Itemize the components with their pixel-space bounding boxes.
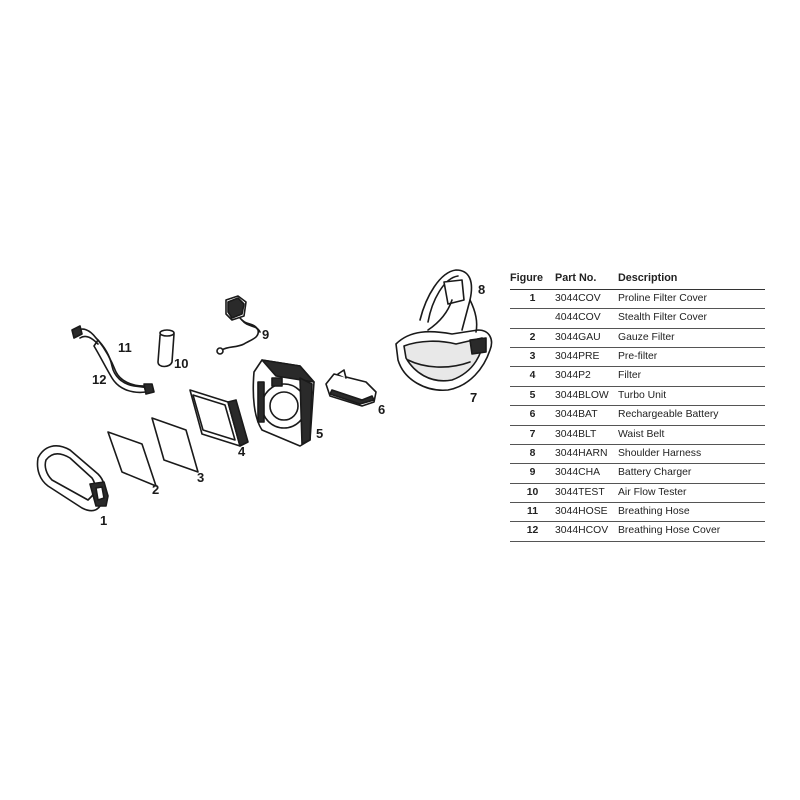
waist-belt-part [395,329,493,391]
table-row: 2 3044GAU Gauze Filter [510,328,765,348]
cell-description: Turbo Unit [618,386,765,407]
cell-part-no: 4044COV [555,308,618,329]
cell-part-no: 3044HOSE [555,502,618,523]
cell-description: Pre-filter [618,347,765,368]
cell-figure: 12 [510,521,555,542]
callout-12: 12 [92,372,106,387]
table-row: 1 3044COV Proline Filter Cover [510,289,765,310]
callout-6: 6 [378,402,385,417]
battery-charger-part [216,295,261,355]
cell-part-no: 3044COV [555,289,618,310]
table-row: 4044COV Stealth Filter Cover [510,308,765,329]
callout-11: 11 [118,340,132,355]
callout-3: 3 [197,470,204,485]
turbo-unit-part [252,359,315,447]
cell-description: Stealth Filter Cover [618,308,765,329]
cell-part-no: 3044P2 [555,366,618,387]
cell-figure: 6 [510,405,555,426]
table-row: 10 3044TEST Air Flow Tester [510,483,765,504]
cell-description: Breathing Hose [618,502,765,523]
cell-part-no: 3044GAU [555,328,618,348]
cell-part-no: 3044BAT [555,405,618,426]
callout-1: 1 [100,513,107,528]
cell-part-no: 3044BLT [555,425,618,445]
shoulder-harness-part [419,269,478,333]
cell-description: Filter [618,366,765,387]
table-row: 4 3044P2 Filter [510,366,765,387]
cell-part-no: 3044HARN [555,444,618,465]
cell-figure [510,308,555,329]
cell-description: Proline Filter Cover [618,289,765,310]
cell-figure: 2 [510,328,555,348]
cell-figure: 5 [510,386,555,407]
parts-table: Figure Part No. Description 1 3044COV Pr… [510,270,765,542]
table-row: 3 3044PRE Pre-filter [510,347,765,368]
callout-9: 9 [262,327,269,342]
cell-figure: 3 [510,347,555,368]
cell-part-no: 3044HCOV [555,521,618,542]
battery-part [325,369,377,407]
breathing-hose-part [71,325,151,389]
callout-8: 8 [478,282,485,297]
cell-part-no: 3044CHA [555,463,618,484]
cell-description: Waist Belt [618,425,765,445]
table-row: 9 3044CHA Battery Charger [510,463,765,484]
cell-figure: 7 [510,425,555,445]
table-row: 7 3044BLT Waist Belt [510,425,765,445]
cell-figure: 4 [510,366,555,387]
cell-part-no: 3044BLOW [555,386,618,407]
cell-figure: 10 [510,483,555,504]
callout-10: 10 [174,356,188,371]
header-description: Description [618,270,765,290]
breathing-hose-cover-part [93,339,155,395]
filter-part [189,389,249,447]
pre-filter-part [151,417,199,473]
table-row: 6 3044BAT Rechargeable Battery [510,405,765,426]
cell-figure: 1 [510,289,555,310]
header-part-no: Part No. [555,270,618,290]
cell-part-no: 3044TEST [555,483,618,504]
callout-5: 5 [316,426,323,441]
cell-description: Gauze Filter [618,328,765,348]
cell-description: Rechargeable Battery [618,405,765,426]
table-row: 5 3044BLOW Turbo Unit [510,386,765,407]
callout-4: 4 [238,444,246,459]
header-figure: Figure [510,270,555,290]
cell-figure: 11 [510,502,555,523]
cell-description: Battery Charger [618,463,765,484]
cell-figure: 9 [510,463,555,484]
cell-description: Shoulder Harness [618,444,765,465]
cell-figure: 8 [510,444,555,465]
cell-description: Breathing Hose Cover [618,521,765,542]
table-header-row: Figure Part No. Description [510,270,765,290]
gauze-filter-part [107,431,157,487]
table-row: 11 3044HOSE Breathing Hose [510,502,765,523]
table-row: 12 3044HCOV Breathing Hose Cover [510,521,765,542]
cell-description: Air Flow Tester [618,483,765,504]
air-flow-tester-part [157,329,175,368]
callout-7: 7 [470,390,477,405]
callout-2: 2 [152,482,159,497]
table-row: 8 3044HARN Shoulder Harness [510,444,765,465]
filter-cover-part [36,445,109,512]
cell-part-no: 3044PRE [555,347,618,368]
